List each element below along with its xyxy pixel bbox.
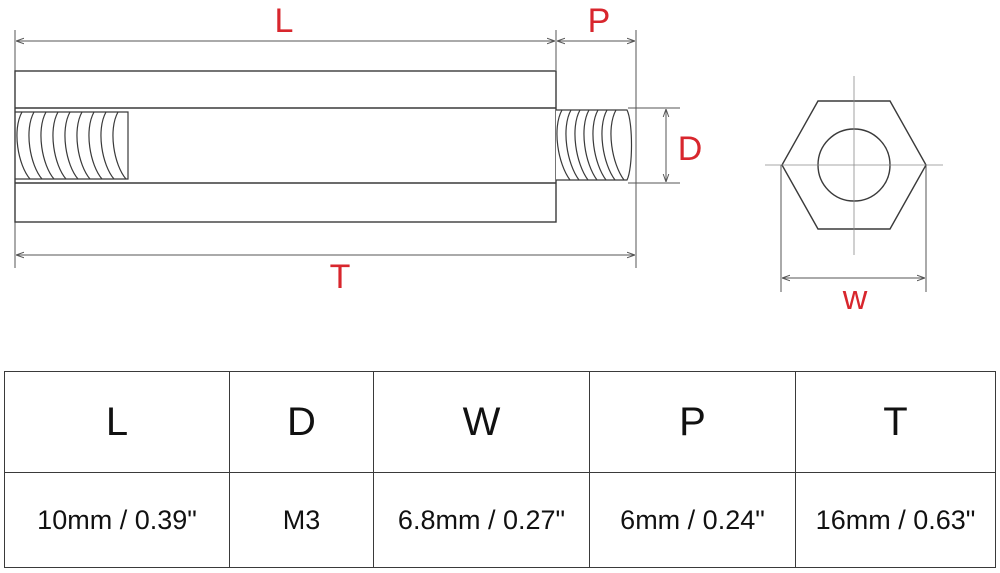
label-P: P xyxy=(588,2,611,40)
table-header-cell: P xyxy=(589,371,796,473)
spacer-body xyxy=(14,70,557,223)
label-W: w xyxy=(842,279,868,317)
table-cell: M3 xyxy=(229,472,374,568)
spec-table: L D W P T 10mm / 0.39" M3 6.8mm / 0.27" … xyxy=(4,371,996,568)
table-cell: 6.8mm / 0.27" xyxy=(373,472,590,568)
internal-thread xyxy=(15,111,129,180)
table-header-cell: T xyxy=(795,371,996,473)
spacer-drawing: L P D T w xyxy=(14,2,943,317)
label-D: D xyxy=(678,130,703,168)
table-header-cell: D xyxy=(229,371,374,473)
hex-end-view xyxy=(765,76,943,255)
label-T: T xyxy=(330,258,351,296)
table-header-row: L D W P T xyxy=(4,371,996,473)
table-header-cell: W xyxy=(373,371,590,473)
table-cell: 16mm / 0.63" xyxy=(795,472,996,568)
table-header-cell: L xyxy=(4,371,230,473)
external-thread xyxy=(556,109,633,181)
label-L: L xyxy=(275,2,294,40)
table-cell: 10mm / 0.39" xyxy=(4,472,230,568)
table-cell: 6mm / 0.24" xyxy=(589,472,796,568)
table-row: 10mm / 0.39" M3 6.8mm / 0.27" 6mm / 0.24… xyxy=(4,472,996,568)
